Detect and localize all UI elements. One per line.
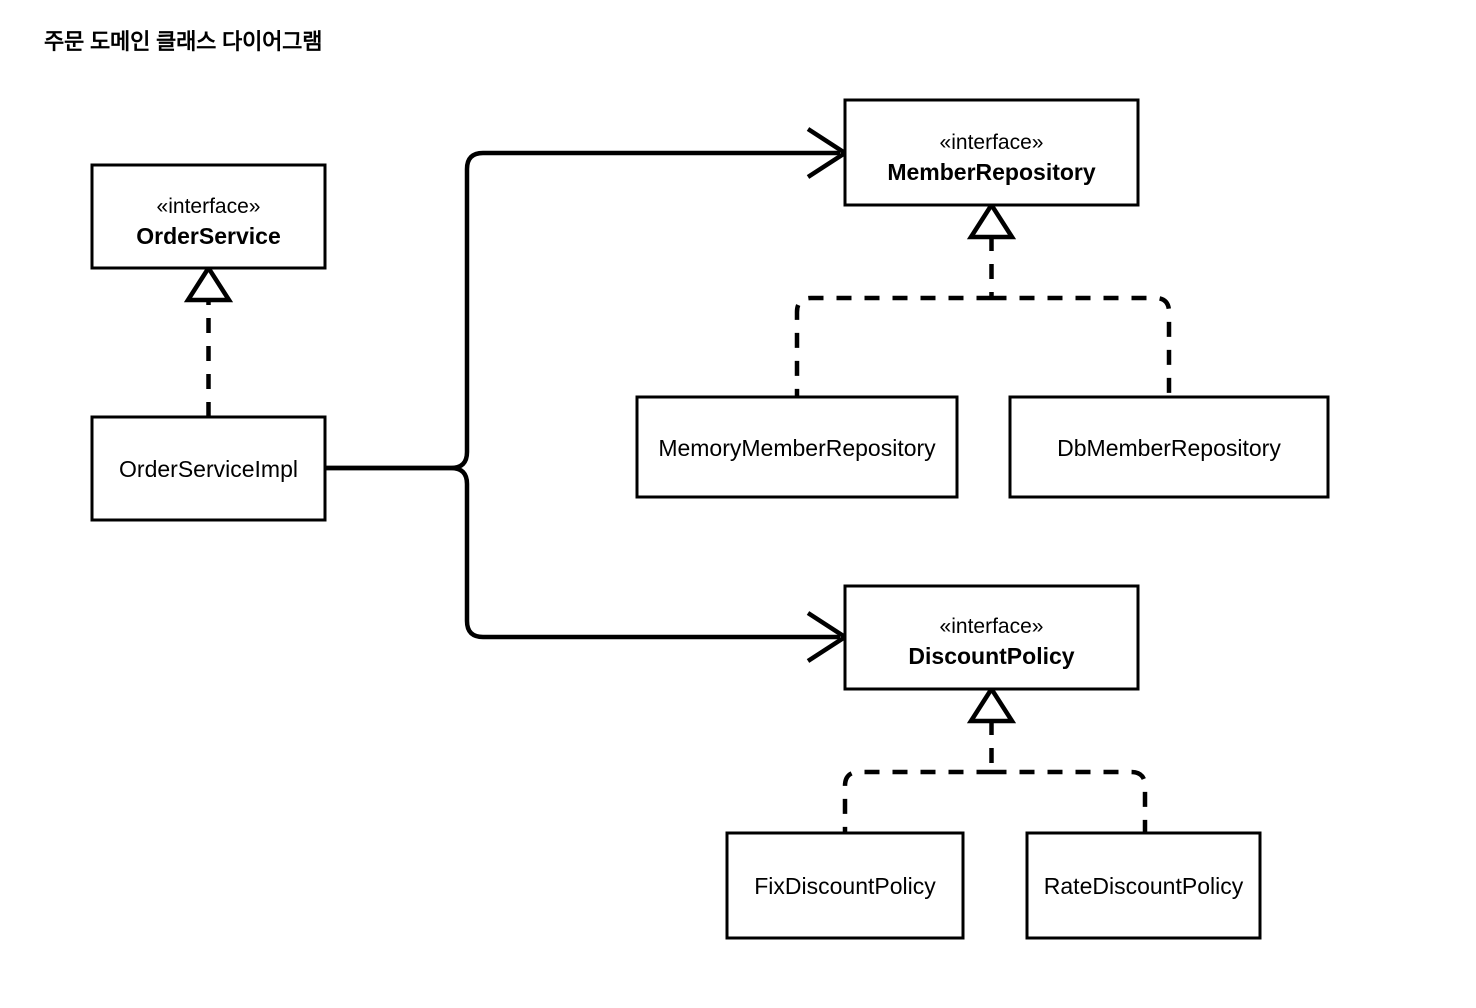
class-node-fix-discount-policy[interactable]: FixDiscountPolicy bbox=[725, 831, 965, 940]
class-node-discount-policy[interactable]: «interface» DiscountPolicy bbox=[843, 584, 1140, 691]
edge-fix-policy-realizes-discount-policy bbox=[842, 684, 1017, 833]
class-node-rate-discount-policy[interactable]: RateDiscountPolicy bbox=[1025, 831, 1262, 940]
stereotype-label: «interface» bbox=[940, 131, 1044, 154]
class-name-label: RateDiscountPolicy bbox=[1044, 873, 1244, 899]
hollow-triangle-arrowhead bbox=[966, 200, 1017, 240]
stereotype-label: «interface» bbox=[940, 615, 1044, 638]
class-name-label: OrderServiceImpl bbox=[119, 456, 298, 482]
class-node-member-repository[interactable]: «interface» MemberRepository bbox=[843, 98, 1140, 207]
hollow-triangle-arrowhead bbox=[183, 263, 234, 303]
class-node-order-service[interactable]: «interface» OrderService bbox=[90, 163, 327, 270]
class-name-label: DiscountPolicy bbox=[908, 643, 1074, 669]
edge-db-repo-realizes-member-repository bbox=[991, 295, 1172, 397]
class-name-label: FixDiscountPolicy bbox=[754, 873, 936, 899]
page-title: 주문 도메인 클래스 다이어그램 bbox=[44, 29, 323, 54]
edge-rate-policy-realizes-discount-policy bbox=[991, 769, 1148, 833]
class-name-label: OrderService bbox=[136, 223, 280, 249]
stereotype-label: «interface» bbox=[157, 195, 261, 218]
edge-memory-repo-realizes-member-repository bbox=[794, 200, 1017, 397]
class-node-db-member-repository[interactable]: DbMemberRepository bbox=[1008, 395, 1330, 499]
class-name-label: DbMemberRepository bbox=[1057, 435, 1281, 461]
class-name-label: MemoryMemberRepository bbox=[658, 435, 936, 461]
edge-impl-realizes-order-service bbox=[183, 263, 234, 417]
hollow-triangle-arrowhead bbox=[966, 684, 1017, 724]
class-node-order-service-impl[interactable]: OrderServiceImpl bbox=[90, 415, 327, 522]
class-node-memory-member-repository[interactable]: MemoryMemberRepository bbox=[635, 395, 959, 499]
class-name-label: MemberRepository bbox=[887, 159, 1096, 185]
